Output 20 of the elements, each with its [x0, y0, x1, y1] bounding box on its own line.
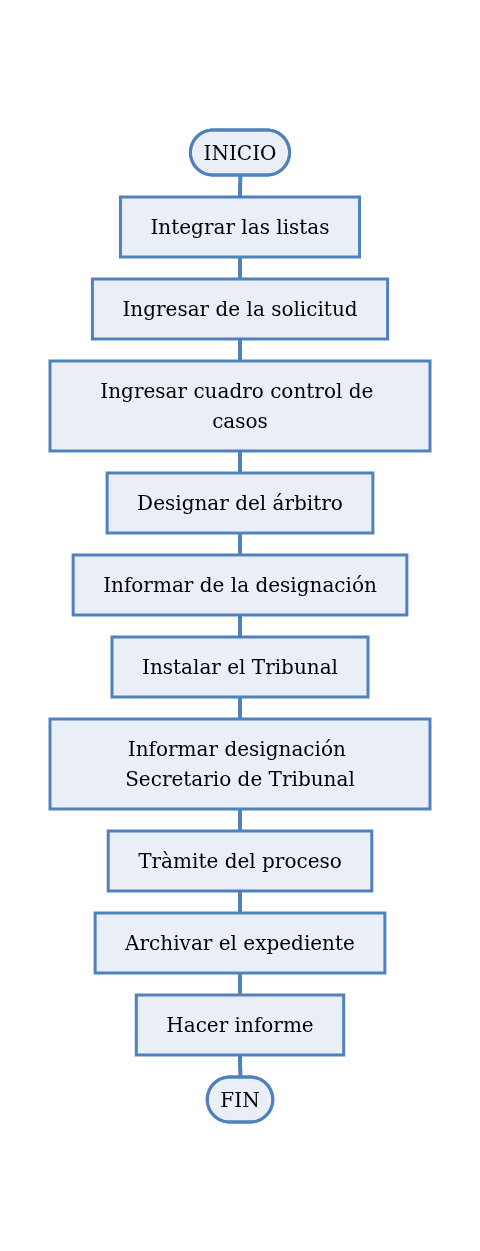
node-box: Integrar las listas [118, 195, 362, 258]
connector [238, 696, 242, 719]
connector [238, 890, 242, 913]
node-box: Archivar el expediente [93, 911, 387, 974]
node-box: Hacer informe [134, 993, 346, 1056]
connector [238, 256, 242, 279]
connector [238, 972, 242, 995]
connector [238, 450, 242, 473]
node-box: Ingresar de la solicitud [90, 277, 390, 340]
connector [238, 808, 242, 831]
connector [238, 174, 243, 197]
node-box: Informar de la designación [71, 553, 409, 616]
node-box: Tràmite del proceso [106, 829, 374, 892]
node-box: Designar del árbitro [105, 471, 375, 534]
node-box: Ingresar cuadro control de casos [48, 359, 432, 452]
node-box: Instalar el Tribunal [110, 635, 370, 698]
connector [238, 338, 242, 361]
node-box: Informar designación Secretario de Tribunal [48, 717, 432, 810]
connector [238, 614, 242, 637]
connector [238, 532, 242, 555]
